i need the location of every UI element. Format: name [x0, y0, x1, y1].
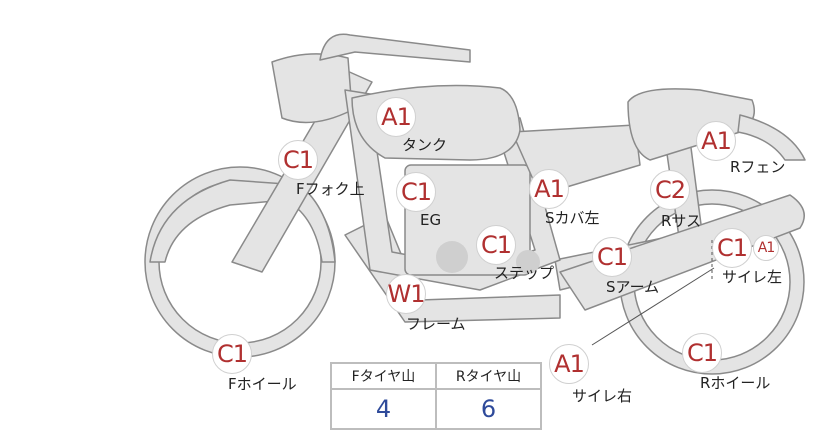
tire-tread-table: Fタイヤ山 Rタイヤ山 4 6	[330, 362, 542, 430]
grade-badge-r-fender: A1	[696, 121, 736, 161]
part-label-r-wheel: Rホイール	[700, 374, 771, 392]
headlight	[271, 53, 353, 124]
engine-detail	[516, 250, 540, 274]
grade-badge-muffler-left: C1	[712, 228, 752, 268]
seat	[627, 88, 755, 161]
part-label-s-arm: Sアーム	[606, 278, 660, 296]
rear-fender	[737, 114, 806, 161]
rear-tread-header: Rタイヤ山	[435, 362, 542, 390]
part-label-muffler-right: サイレ右	[572, 387, 633, 405]
front-tread-header: Fタイヤ山	[330, 362, 437, 390]
grade-badge-f-wheel: C1	[212, 334, 252, 374]
grade-badge-s-cover-left: A1	[529, 169, 569, 209]
grade-badge-frame: W1	[386, 274, 426, 314]
callout-line	[591, 267, 715, 346]
part-label-eg: EG	[420, 211, 442, 229]
part-label-tank: タンク	[402, 136, 448, 154]
grade-badge-s-arm: C1	[592, 237, 632, 277]
rear-tread-value: 6	[435, 388, 542, 430]
part-label-r-fender: Rフェン	[730, 158, 786, 176]
grade-badge-eg: C1	[396, 172, 436, 212]
grade-badge-f-fork-upper: C1	[278, 140, 318, 180]
handlebar	[319, 33, 471, 63]
front-tread-value: 4	[330, 388, 437, 430]
grade-badge-muffler-left-extra: A1	[753, 235, 779, 261]
part-label-s-cover-left: Sカバ左	[545, 209, 600, 227]
muffler	[559, 194, 805, 311]
grade-badge-step: C1	[476, 225, 516, 265]
grade-badge-tank: A1	[376, 97, 416, 137]
grade-badge-r-wheel: C1	[682, 333, 722, 373]
part-label-muffler-left: サイレ左	[722, 268, 783, 286]
part-label-f-fork-upper: Fフォク上	[296, 180, 365, 198]
part-label-step: ステップ	[494, 264, 555, 282]
part-label-f-wheel: Fホイール	[228, 375, 297, 393]
grade-badge-muffler-right: A1	[549, 344, 589, 384]
part-label-frame: フレーム	[406, 315, 466, 333]
part-label-r-suspension: Rサス	[661, 212, 702, 230]
engine-detail	[436, 241, 468, 273]
grade-badge-r-suspension: C2	[650, 170, 690, 210]
